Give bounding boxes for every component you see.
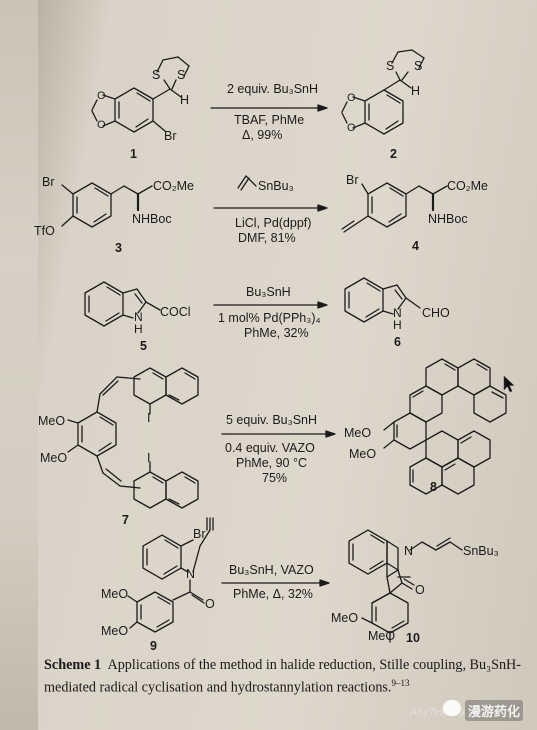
vinylstannane-reagent (237, 175, 257, 191)
cmpd5-n: N (134, 310, 143, 324)
cmpd1-s2: S (177, 68, 185, 82)
rxn2-reagent: SnBu₃ (258, 179, 294, 193)
cmpd9-meo2: MeO (101, 624, 128, 638)
cmpd10-meo1: MeO (331, 611, 358, 625)
cmpd2-o2: O (347, 122, 356, 134)
cmpd6-n: N (393, 306, 402, 320)
compound-2-label: 2 (390, 147, 397, 161)
rxn1-conditions-1: TBAF, PhMe (234, 113, 304, 127)
cmpd9-n: N (186, 567, 195, 581)
caption-refs: 9–13 (391, 677, 410, 688)
cmpd7-meo2: MeO (40, 451, 67, 465)
compound-5-label: 5 (140, 339, 147, 353)
cmpd4-nhboc: NHBoc (428, 212, 468, 226)
cmpd10-snbu3: SnBu₃ (463, 544, 499, 558)
compound-4-label: 4 (412, 239, 419, 253)
cmpd4-br: Br (346, 173, 359, 187)
cmpd3-tfo: TfO (34, 224, 55, 238)
compound-1-label: 1 (130, 147, 137, 161)
cmpd2-s2: S (414, 59, 422, 73)
cmpd6-cho: CHO (422, 306, 450, 320)
cmpd9-br: Br (193, 527, 206, 541)
compound-7-structure (67, 367, 199, 509)
mouse-cursor-icon (503, 375, 515, 393)
cmpd3-ester: CO₂Me (153, 179, 194, 193)
compound-8-label: 8 (430, 480, 437, 494)
cmpd1-h: H (180, 93, 189, 107)
cmpd5-h: H (134, 322, 143, 336)
rxn5-conditions-1: PhMe, Δ, 32% (233, 587, 313, 601)
compound-9-structure (127, 517, 214, 633)
scheme-caption: Scheme 1 Applications of the method in h… (44, 657, 524, 697)
cmpd7-meo1: MeO (38, 414, 65, 428)
cmpd10-o: O (415, 583, 425, 597)
cmpd9-o: O (205, 597, 215, 611)
compound-6-structure (344, 277, 421, 323)
compound-2-structure (341, 49, 425, 135)
rxn2-conditions-2: DMF, 81% (238, 231, 296, 245)
channel-watermark: 漫游药化 (464, 700, 523, 721)
caption-text: Applications of the method in halide red… (44, 657, 522, 696)
rxn4-conditions-1: 0.4 equiv. VAZO (225, 441, 315, 455)
compound-10-structure (348, 529, 463, 643)
compound-6-label: 6 (394, 335, 401, 349)
rxn3-conditions-2: PhMe, 32% (244, 326, 309, 340)
rxn3-reagent: Bu₃SnH (246, 285, 291, 299)
rxn4-reagent: 5 equiv. Bu₃SnH (226, 413, 317, 427)
compound-3-structure (61, 182, 153, 228)
wechat-logo-icon (443, 700, 461, 716)
cmpd9-meo1: MeO (101, 587, 128, 601)
cmpd4-ester: CO₂Me (447, 179, 488, 193)
rxn5-reagent: Bu₃SnH, VAZO (229, 563, 314, 577)
cmpd7-i1: I (147, 411, 150, 425)
compound-3-label: 3 (115, 241, 122, 255)
cmpd3-nhboc: NHBoc (132, 212, 172, 226)
cmpd8-meo2: MeO (349, 447, 376, 461)
rxn3-conditions-1: 1 mol% Pd(PPh₃)₄ (218, 311, 321, 325)
cmpd3-br: Br (42, 175, 55, 189)
cmpd2-o1: O (347, 92, 356, 104)
cmpd2-s1: S (386, 59, 394, 73)
cmpd7-i2: I (147, 451, 150, 465)
cmpd10-n: N (404, 544, 413, 558)
rxn2-conditions-1: LiCl, Pd(dppf) (235, 216, 311, 230)
cmpd1-br: Br (164, 129, 177, 143)
rxn4-conditions-3: 75% (262, 471, 287, 485)
compound-9-label: 9 (150, 639, 157, 653)
cmpd10-meo2: MeO (368, 629, 395, 643)
rxn1-conditions-2: Δ, 99% (242, 128, 282, 142)
rxn1-reagent: 2 equiv. Bu₃SnH (227, 82, 318, 96)
cmpd2-h: H (411, 84, 420, 98)
rxn4-conditions-2: PhMe, 90 °C (236, 456, 307, 470)
compound-7-label: 7 (122, 513, 129, 527)
cmpd1-o1: O (97, 90, 106, 102)
cmpd6-h: H (393, 318, 402, 332)
compound-8-structure (383, 358, 507, 495)
caption-prefix: Scheme 1 (44, 657, 102, 673)
cmpd8-meo1: MeO (344, 426, 371, 440)
cmpd1-s1: S (152, 68, 160, 82)
compound-1-structure (91, 56, 190, 133)
cmpd5-cocl: COCl (160, 305, 191, 319)
compound-5-structure (84, 281, 161, 327)
compound-10-label: 10 (406, 631, 420, 645)
cmpd1-o2: O (97, 119, 106, 131)
compound-4-structure (341, 182, 448, 233)
